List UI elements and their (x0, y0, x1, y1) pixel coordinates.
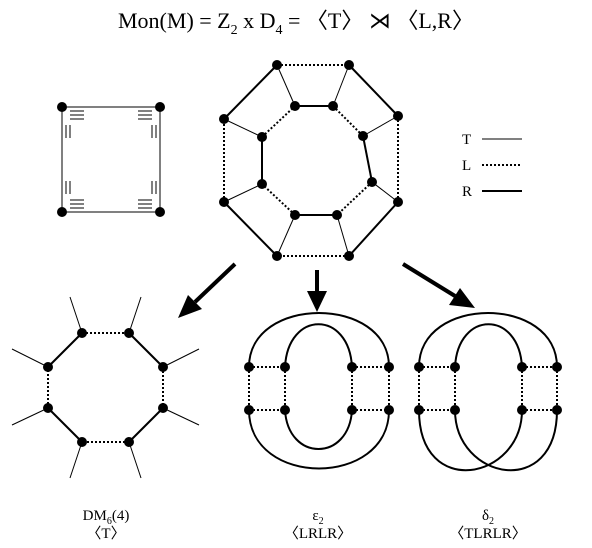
delta-vertices (414, 362, 562, 415)
svg-text:DM6(4): DM6(4) (83, 508, 130, 527)
square-vertex (57, 207, 67, 217)
arrow-right (401, 262, 475, 308)
arrow-down (307, 270, 327, 312)
epsilon-vertices (244, 362, 394, 415)
caption-dm-group: 〈T〉 (86, 525, 125, 542)
legend-label-r: R (462, 184, 472, 200)
caption-dm: DM6(4) 〈T〉 (83, 508, 130, 542)
caption-epsilon-group: 〈LRLR〉 (284, 525, 352, 542)
delta-map (414, 312, 562, 472)
octagon-prism-vertices (219, 60, 403, 261)
square-edge-marks (65, 110, 157, 209)
square-vertex (57, 102, 67, 112)
square-vertex (155, 102, 165, 112)
svg-text:ε2: ε2 (312, 508, 323, 527)
square-vertex (155, 207, 165, 217)
dm-octagon-vertices (43, 328, 168, 447)
square-map (57, 102, 165, 217)
caption-epsilon: ε2 〈LRLR〉 (284, 508, 352, 542)
legend-label-t: T (462, 132, 471, 148)
epsilon-map (244, 312, 394, 470)
svg-text:δ2: δ2 (482, 508, 494, 527)
caption-delta: δ2 〈TLRLR〉 (449, 508, 527, 542)
title-formula: Mon(M) = Z2 x D4 = 〈T〉 ⋊ 〈L,R〉 (118, 8, 474, 38)
dm-octagon-map (11, 296, 200, 479)
octagon-prism-map (219, 60, 403, 261)
arrow-left (178, 262, 237, 318)
caption-delta-group: 〈TLRLR〉 (449, 525, 527, 542)
legend: T L R (462, 132, 522, 200)
legend-label-l: L (462, 158, 471, 174)
